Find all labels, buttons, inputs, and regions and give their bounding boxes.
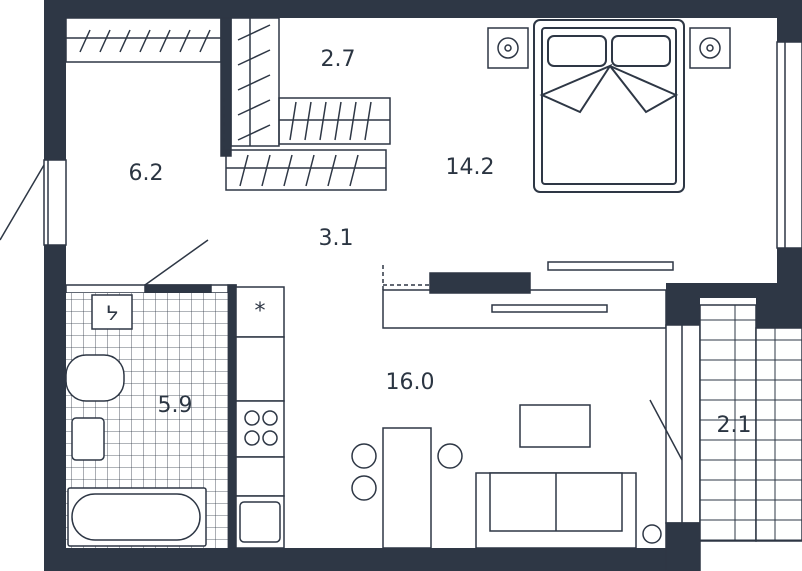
hall-area: 6.2	[129, 161, 164, 186]
bedroom-area: 14.2	[446, 155, 495, 180]
balcony-area: 2.1	[717, 413, 752, 438]
left-nightstand	[487, 27, 529, 69]
coffee-table	[519, 404, 591, 448]
left-window	[0, 159, 67, 246]
balcony-floor	[699, 304, 757, 542]
balcony-floor-right	[755, 327, 802, 542]
shower-tap-icon: ᔭ	[106, 301, 119, 325]
asterisk-icon: *	[255, 299, 266, 324]
bathroom-area: 5.9	[158, 393, 193, 418]
balcony-door	[649, 324, 701, 571]
dining-set	[351, 427, 463, 549]
outer-walls	[44, 0, 802, 571]
kitchen-living-area: 16.0	[386, 370, 435, 395]
bedroom-partition	[382, 261, 674, 329]
corridor-area: 3.1	[319, 226, 354, 251]
right-nightstand	[689, 27, 731, 69]
side-lamp	[642, 524, 662, 544]
sofa	[475, 472, 637, 549]
wardrobe-area: 2.7	[321, 47, 356, 72]
bedroom-window	[776, 41, 802, 249]
kitchen-counter	[235, 286, 285, 549]
wardrobe-shelving	[65, 17, 391, 191]
hall-door	[144, 239, 209, 286]
bathroom-fixtures	[65, 294, 207, 547]
double-bed	[533, 19, 685, 193]
